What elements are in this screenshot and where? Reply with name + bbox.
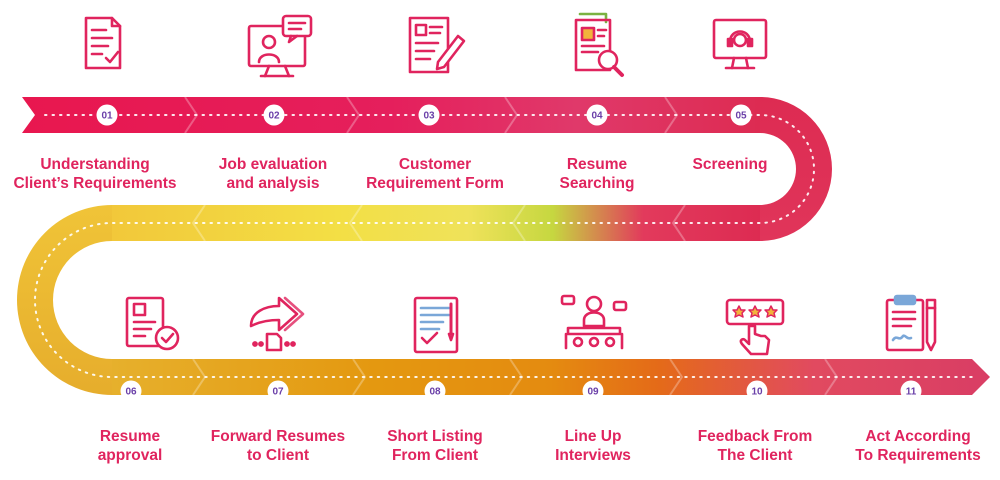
step-label-line1: Feedback From: [697, 428, 813, 445]
dotted-path: [34, 114, 976, 378]
step-badge-05: 05: [730, 104, 752, 126]
step-badge-03: 03: [418, 104, 440, 126]
step-badge-09: 09: [582, 380, 604, 402]
badge-number: 09: [587, 387, 599, 398]
badge-circle: [120, 380, 142, 402]
chevron-separator: [191, 204, 206, 242]
video-call-chat-icon: [247, 14, 313, 78]
step-badge-02: 02: [263, 104, 285, 126]
step-label-line2: From Client: [391, 447, 479, 464]
shortlist-clipboard-icon: [413, 296, 459, 354]
forward-arrow-files-icon: [249, 296, 305, 352]
resume-magnifier-icon: [574, 12, 624, 77]
badge-circle: [746, 380, 768, 402]
badge-circle: [96, 104, 118, 126]
badge-circle: [900, 380, 922, 402]
chevron-separator: [669, 358, 684, 396]
step-label-line1: Job evaluation: [218, 156, 328, 173]
step-label-06: Resume approval: [30, 427, 230, 465]
badge-circle: [586, 104, 608, 126]
step-label-line1: Resume: [99, 428, 161, 445]
badge-number: 11: [906, 387, 917, 398]
step-label-line2: Client’s Requirements: [13, 175, 177, 192]
step-label-05: Screening: [630, 155, 830, 174]
badge-circle: [418, 104, 440, 126]
badge-number: 04: [591, 111, 603, 122]
step-label-line2: To Requirements: [855, 447, 981, 464]
badge-circle: [424, 380, 446, 402]
step-label-line2: to Client: [247, 447, 309, 464]
badge-circle: [582, 380, 604, 402]
step-label-line2: Interviews: [555, 447, 631, 464]
step-label-line2: The Client: [717, 447, 793, 464]
badge-number: 03: [423, 111, 435, 122]
checklist-document-icon: [84, 16, 122, 70]
badge-number: 07: [272, 387, 284, 398]
headset-monitor-icon: [712, 18, 768, 70]
badge-circle: [267, 380, 289, 402]
interview-panel-icon: [560, 294, 628, 350]
step-badge-01: 01: [96, 104, 118, 126]
step-badge-11: 11: [900, 380, 922, 402]
step-label-line1: Customer: [398, 156, 472, 173]
step-label-line1: Resume: [566, 156, 628, 173]
form-pencil-icon: [408, 16, 466, 74]
step-badge-08: 08: [424, 380, 446, 402]
step-label-07: Forward Resumes to Client: [178, 427, 378, 465]
step-label-line2: approval: [97, 447, 163, 464]
badge-circle: [730, 104, 752, 126]
step-label-line1: Act According: [865, 428, 971, 445]
chevron-separator: [348, 204, 363, 242]
step-badge-04: 04: [586, 104, 608, 126]
step-label-line2: Requirement Form: [366, 175, 504, 192]
step-label-line2: and analysis: [226, 175, 320, 192]
star-rating-hand-icon: [725, 298, 785, 356]
step-badge-10: 10: [746, 380, 768, 402]
roadmap-turn-left: [17, 205, 112, 395]
step-badge-07: 07: [267, 380, 289, 402]
badge-number: 05: [735, 111, 747, 122]
step-label-line2: Searching: [559, 175, 635, 192]
badge-number: 02: [268, 111, 280, 122]
chevron-separator: [671, 204, 686, 242]
badge-number: 08: [429, 387, 441, 398]
step-badges: 01 02 03 04 05 06 07 08 09 10 11: [96, 104, 922, 402]
badge-circle: [263, 104, 285, 126]
clipboard-pen-icon: [885, 294, 937, 352]
step-label-line1: Line Up: [564, 428, 622, 445]
step-label-line1: Screening: [692, 156, 768, 173]
segment-chevrons: [184, 96, 839, 396]
resume-approved-icon: [125, 296, 180, 351]
badge-number: 10: [751, 387, 763, 398]
chevron-separator: [511, 204, 526, 242]
badge-number: 01: [101, 111, 113, 122]
step-label-09: Line Up Interviews: [493, 427, 693, 465]
step-label-line1: Forward Resumes: [210, 428, 346, 445]
step-label-line1: Short Listing: [387, 428, 483, 445]
roadmap-turn-right: [760, 97, 832, 241]
step-label-11: Act According To Requirements: [818, 427, 1000, 465]
badge-number: 06: [125, 387, 137, 398]
step-label-line1: Understanding: [40, 156, 150, 173]
step-label-02: Job evaluation and analysis: [173, 155, 373, 193]
step-badge-06: 06: [120, 380, 142, 402]
